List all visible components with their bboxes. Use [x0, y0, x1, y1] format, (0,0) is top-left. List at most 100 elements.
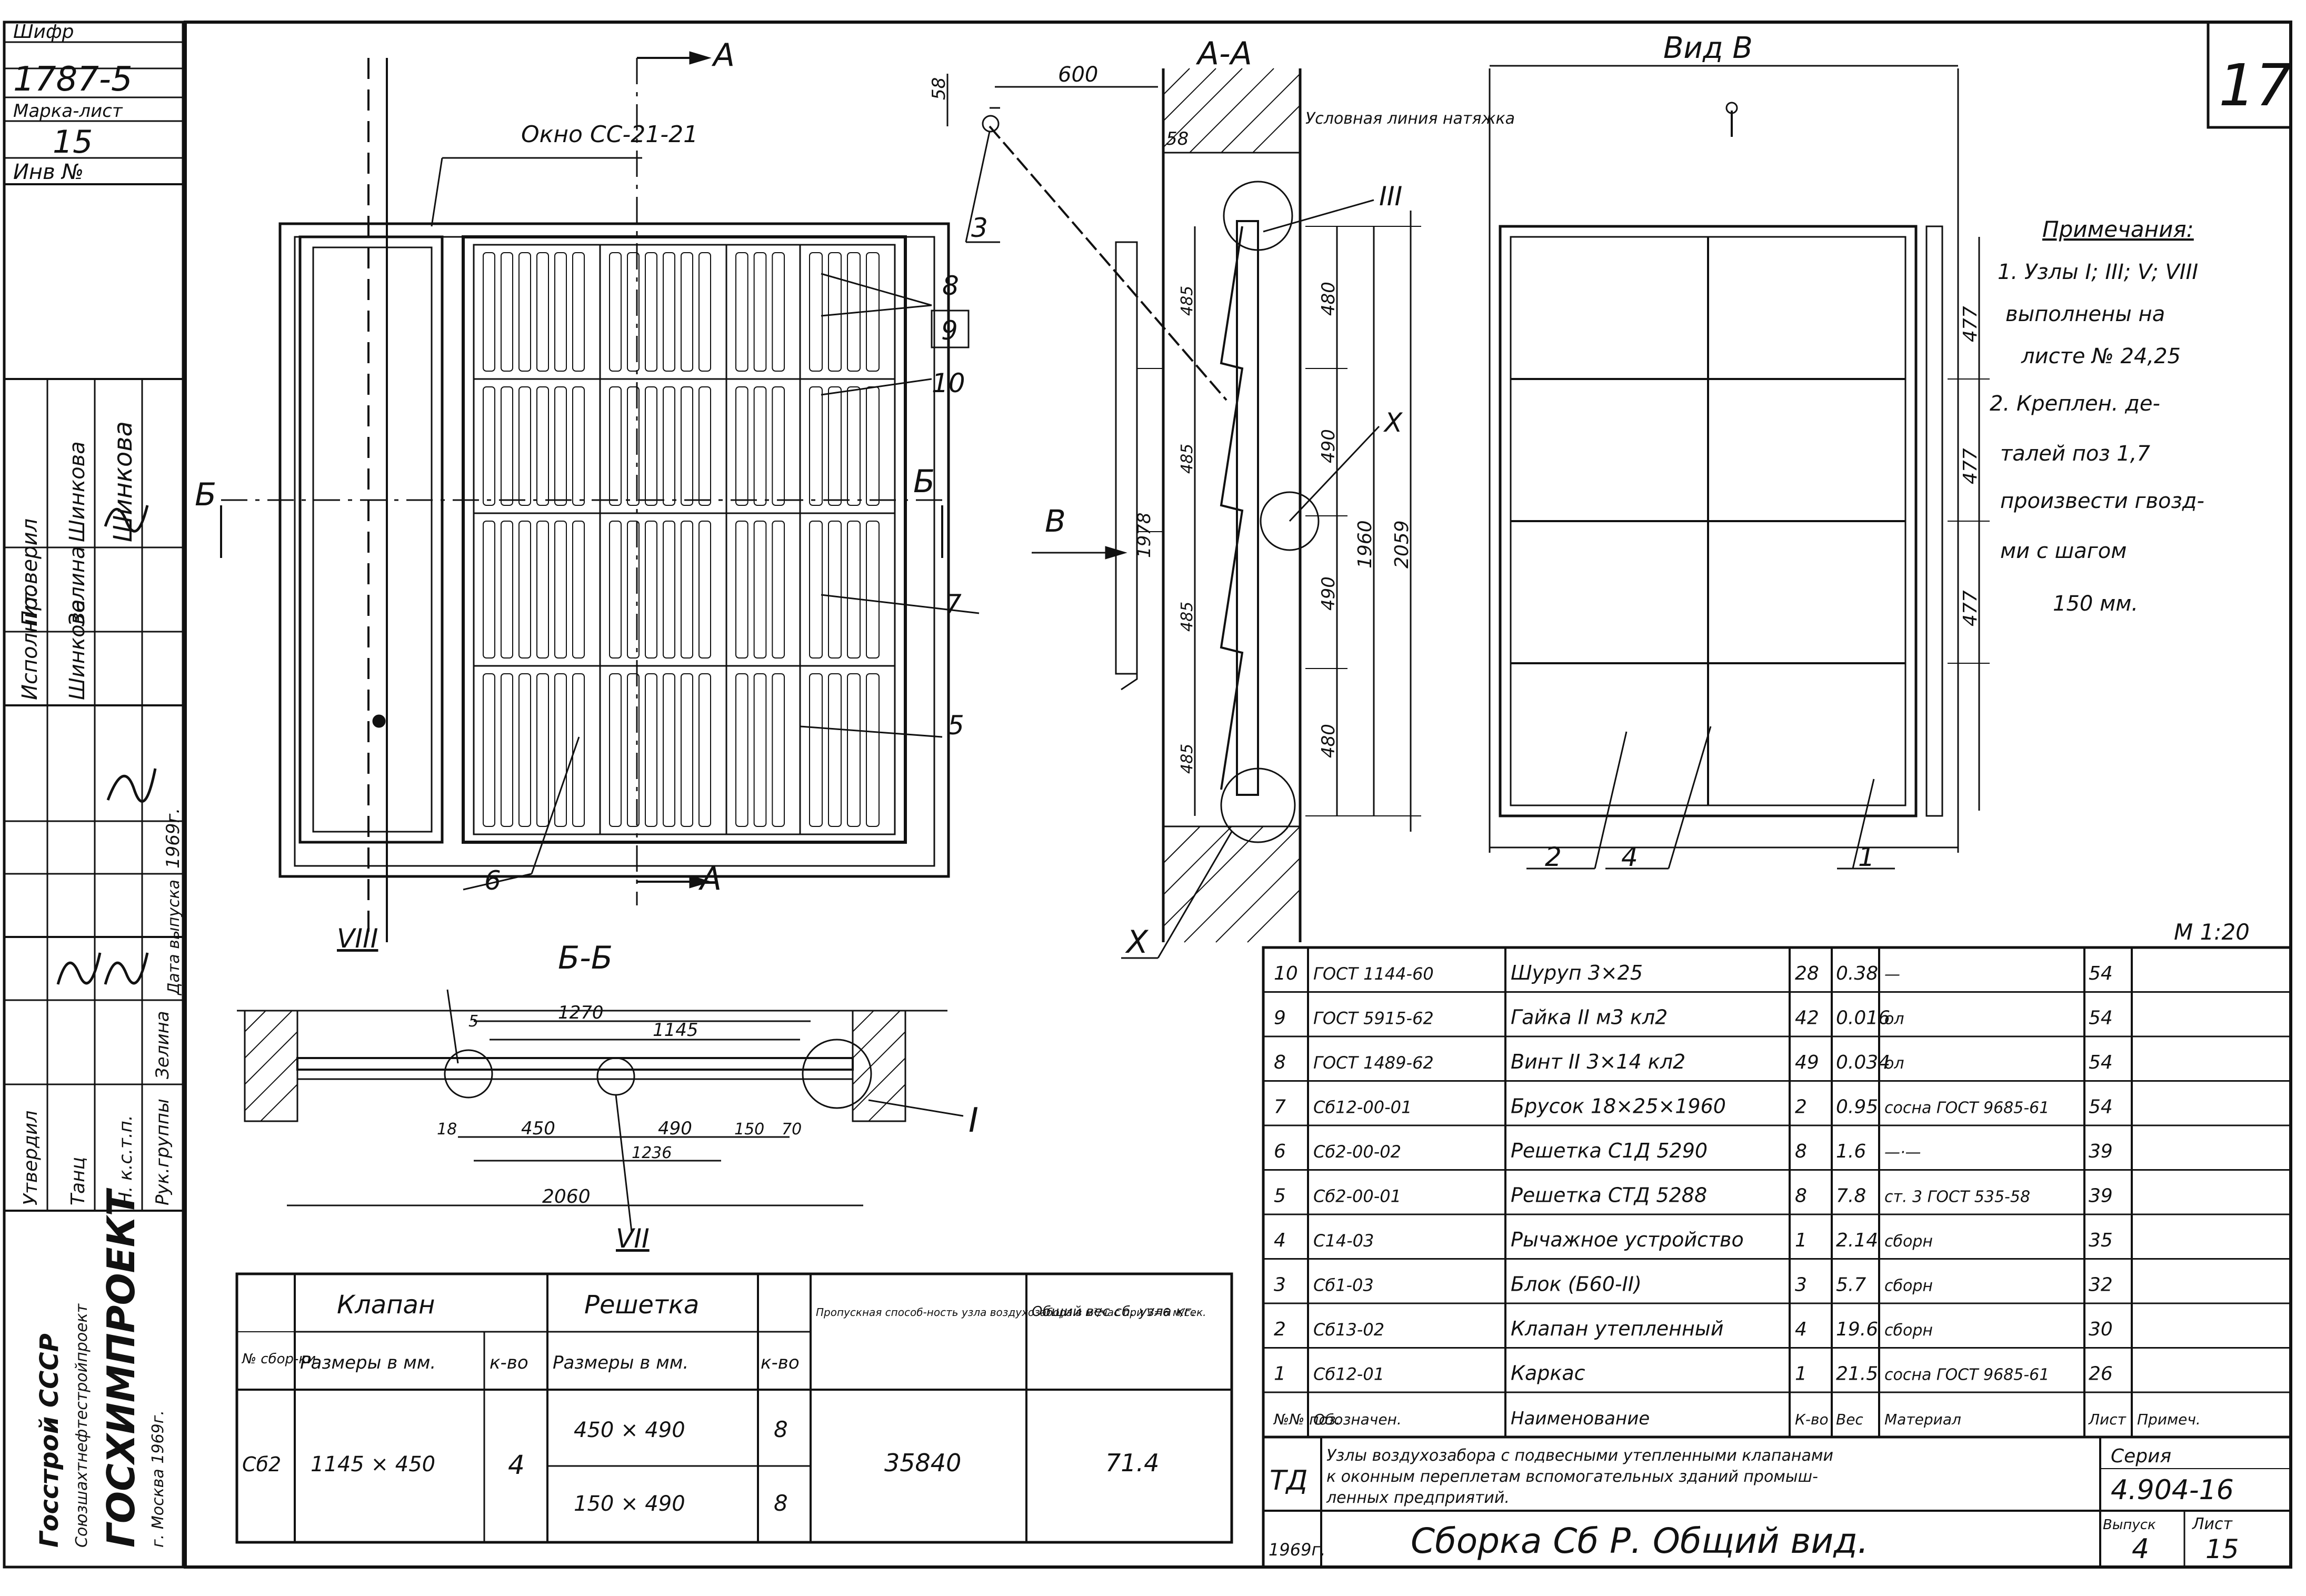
sheet-number-box — [2207, 21, 2292, 129]
spec-mass-2: 0.034 — [1836, 1052, 1890, 1073]
spec-mass-4: 1.6 — [1836, 1141, 1866, 1162]
spec-material-8: сборн — [1884, 1321, 1933, 1340]
grille-slat — [772, 386, 785, 506]
scale-label: М 1:20 — [2174, 919, 2250, 945]
section-bb-title: Б-Б — [558, 940, 613, 976]
spec-name-8: Клапан утепленный — [1511, 1317, 1724, 1340]
spec-pos-9: 1 — [1274, 1363, 1286, 1384]
tb-issue-value: 4 — [2132, 1533, 2149, 1565]
left-stamp-strip: Шифр 1787-5 Марка-лист 15 Инв № Исполнит… — [3, 21, 185, 1569]
grille-slat — [645, 386, 657, 506]
spec-mass-0: 0.38 — [1836, 963, 1878, 984]
grille-slat — [554, 673, 567, 827]
tb-drawing-title: Сборка Сб Р. Общий вид. — [1411, 1521, 1869, 1561]
spec-qty-2: 49 — [1795, 1052, 1819, 1073]
spec-mass-5: 7.8 — [1836, 1185, 1866, 1206]
spec-header-note: Примеч. — [2137, 1411, 2201, 1428]
dim-150: 150 — [734, 1120, 764, 1139]
spec-pos-4: 6 — [1274, 1141, 1286, 1162]
grille-slat — [645, 252, 657, 372]
grille-slat — [645, 673, 657, 827]
section-aa — [946, 68, 1421, 959]
outer-frame — [184, 21, 2292, 1569]
grille-slat — [809, 252, 823, 372]
dim-485-c: 485 — [1178, 602, 1196, 632]
strip-name-0: Шинкова — [65, 599, 89, 700]
stamp-inv-label: Инв № — [13, 160, 84, 184]
grille-slat — [627, 521, 640, 659]
spec-name-5: Решетка СТД 5288 — [1511, 1183, 1707, 1206]
dim-2060: 2060 — [542, 1186, 591, 1208]
grille-slat — [572, 252, 585, 372]
callout-3: 3 — [971, 213, 988, 243]
st-h-count-k: к-во — [490, 1352, 528, 1373]
grille-slat — [847, 673, 861, 827]
strip-name-5: Зелина — [152, 1011, 173, 1079]
grille-slat — [698, 521, 711, 659]
strip-name-2: Шинкова — [65, 441, 89, 542]
grille-slat — [663, 386, 675, 506]
grille-slat — [518, 521, 531, 659]
tb-subject-3: ленных предприятий. — [1326, 1489, 1510, 1507]
grille-slat — [501, 386, 513, 506]
spec-name-3: Брусок 18×25×1960 — [1511, 1094, 1726, 1118]
grille-slat — [753, 673, 767, 827]
grille-slats — [473, 244, 896, 835]
grille-slat — [735, 521, 748, 659]
window-label: Окно СС-21-21 — [521, 121, 698, 148]
grille-slat — [772, 521, 785, 659]
spec-code-1: ГОСТ 5915-62 — [1313, 1008, 1434, 1028]
notes-line-7: 150 мм. — [2053, 592, 2138, 616]
spec-qty-3: 2 — [1795, 1096, 1807, 1118]
strip-sign-6: 1969г. — [163, 808, 184, 869]
grille-slat — [609, 386, 622, 506]
spec-mass-6: 2.14 — [1836, 1230, 1878, 1251]
spec-pos-1: 9 — [1274, 1007, 1286, 1029]
grille-slat — [866, 386, 880, 506]
st-k-count: 4 — [508, 1450, 525, 1480]
spec-name-6: Рычажное устройство — [1511, 1228, 1744, 1251]
dim-490-a: 490 — [1318, 429, 1339, 463]
spec-pos-2: 8 — [1274, 1052, 1286, 1073]
grille-slat — [735, 386, 748, 506]
grille-slat — [663, 521, 675, 659]
st-k-size: 1145 × 450 — [311, 1452, 435, 1477]
callout-5: 5 — [947, 710, 964, 741]
cut-a-bottom: А — [698, 861, 722, 897]
st-h-count-r: к-во — [761, 1352, 800, 1373]
grille-slat — [753, 386, 767, 506]
st-total: 71.4 — [1105, 1449, 1159, 1477]
callout-6: 6 — [484, 865, 501, 896]
spec-sheet-1: 54 — [2089, 1007, 2113, 1029]
spec-mass-3: 0.95 — [1836, 1096, 1878, 1118]
dim-485-a: 485 — [1178, 286, 1196, 316]
grille-slat — [572, 386, 585, 506]
spec-qty-1: 42 — [1795, 1007, 1819, 1029]
st-r-size1: 450 × 490 — [574, 1418, 685, 1442]
grille-slat — [518, 252, 531, 372]
spec-material-9: сосна ГОСТ 9685-61 — [1884, 1365, 2049, 1384]
st-no: Сб2 — [242, 1453, 281, 1476]
dim-70: 70 — [782, 1120, 802, 1139]
section-aa-title: А-А — [1195, 35, 1252, 72]
spec-header-qty: К-во — [1795, 1411, 1829, 1428]
dim-1270: 1270 — [558, 1002, 604, 1023]
spec-sheet-6: 35 — [2089, 1230, 2113, 1251]
dim-450: 450 — [521, 1118, 555, 1139]
spec-sheet-4: 39 — [2089, 1141, 2113, 1162]
grille-slat — [698, 673, 711, 827]
st-h-total: Общий вес сб. узла кг. — [1032, 1304, 1195, 1320]
callout-2: 2 — [1545, 842, 1562, 872]
dim-58b: 58 — [1166, 128, 1189, 149]
spec-header-mass: Вес — [1836, 1411, 1863, 1428]
grille-slat — [866, 673, 880, 827]
st-h-reshetka: Решетка — [584, 1290, 699, 1320]
spec-material-5: ст. 3 ГОСТ 535-58 — [1884, 1188, 2030, 1206]
dim-1145: 1145 — [653, 1020, 698, 1041]
view-b — [1489, 65, 1990, 870]
spec-code-5: Сб2-00-01 — [1313, 1186, 1401, 1206]
grille-slat — [518, 386, 531, 506]
callout-10: 10 — [932, 368, 965, 398]
grille-slat — [609, 521, 622, 659]
